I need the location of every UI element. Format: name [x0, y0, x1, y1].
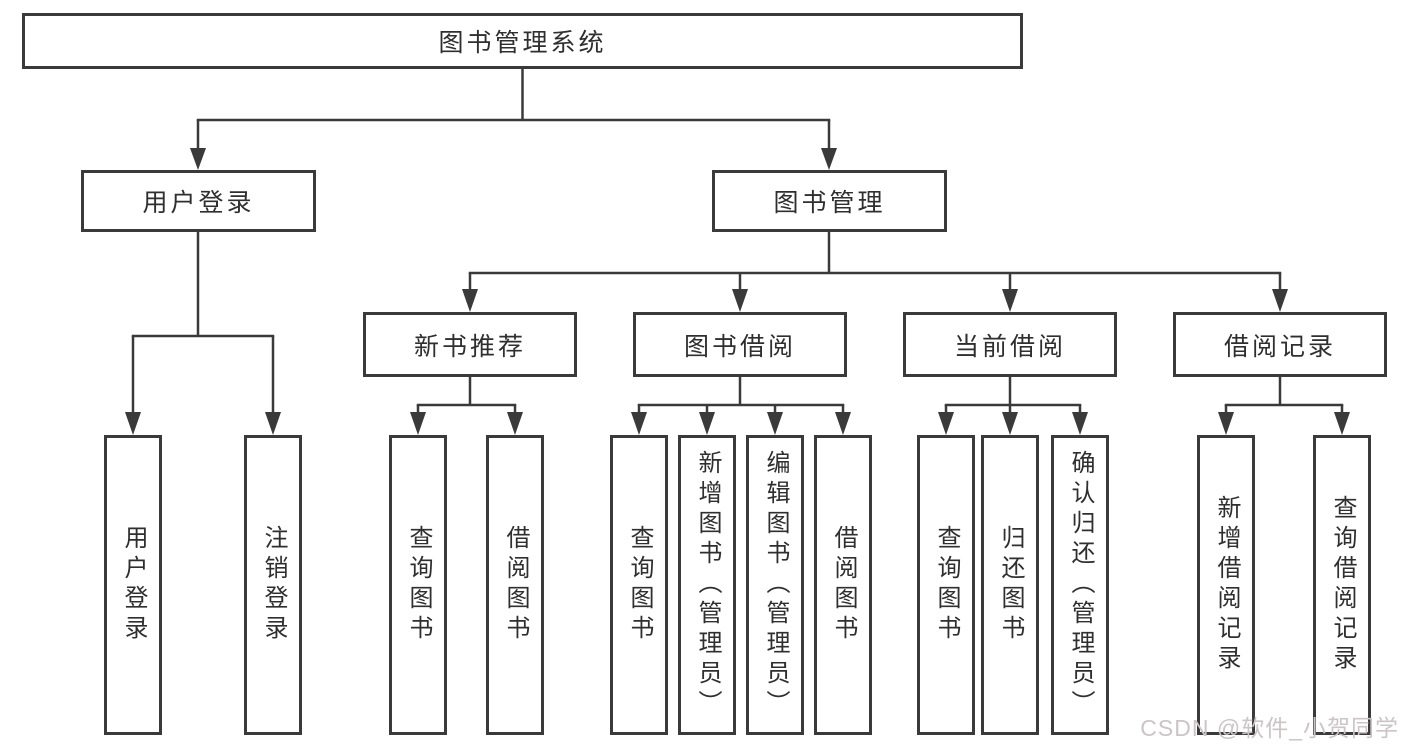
leaf-query-borrow-record-label: 查询借阅记录: [1329, 495, 1356, 675]
leaf-return-books: 归还图书: [981, 435, 1039, 735]
node-book-borrow-label: 图书借阅: [683, 332, 796, 361]
node-root: 图书管理系统: [22, 13, 1023, 69]
node-book-management: 图书管理: [712, 170, 947, 232]
leaf-user-login-label: 用户登录: [120, 525, 147, 645]
leaf-query-books-borrow: 查询图书: [610, 435, 668, 735]
leaf-borrow-books: 借阅图书: [814, 435, 872, 735]
leaf-logout-label: 注销登录: [260, 525, 287, 645]
leaf-query-books-current: 查询图书: [917, 435, 975, 735]
leaf-add-borrow-record: 新增借阅记录: [1197, 435, 1255, 735]
leaf-query-borrow-record: 查询借阅记录: [1313, 435, 1371, 735]
leaf-query-books-borrow-label: 查询图书: [626, 525, 653, 645]
leaf-add-books-admin: 新增图书（管理员）: [678, 435, 736, 735]
node-new-book-recommend: 新书推荐: [363, 312, 577, 377]
leaf-query-books-recommend-label: 查询图书: [405, 525, 432, 645]
node-user-login: 用户登录: [81, 170, 316, 232]
leaf-edit-books-admin-label: 编辑图书（管理员）: [762, 450, 789, 720]
leaf-borrow-books-recommend: 借阅图书: [486, 435, 544, 735]
node-borrow-record-label: 借阅记录: [1223, 332, 1336, 361]
node-current-borrow-label: 当前借阅: [953, 332, 1066, 361]
node-new-book-recommend-label: 新书推荐: [413, 332, 526, 361]
leaf-return-books-label: 归还图书: [997, 525, 1024, 645]
node-book-management-label: 图书管理: [773, 189, 886, 217]
node-root-label: 图书管理系统: [438, 29, 607, 57]
node-borrow-record: 借阅记录: [1173, 312, 1387, 377]
leaf-borrow-books-recommend-label: 借阅图书: [502, 525, 529, 645]
leaf-add-borrow-record-label: 新增借阅记录: [1213, 495, 1240, 675]
leaf-query-books-recommend: 查询图书: [389, 435, 447, 735]
leaf-logout: 注销登录: [244, 435, 302, 735]
leaf-add-books-admin-label: 新增图书（管理员）: [694, 450, 721, 720]
leaf-confirm-return-admin: 确认归还（管理员）: [1051, 435, 1109, 735]
node-current-borrow: 当前借阅: [903, 312, 1117, 377]
csdn-watermark: CSDN @软件_小贺同学: [1140, 715, 1399, 741]
node-user-login-label: 用户登录: [142, 189, 255, 217]
leaf-confirm-return-admin-label: 确认归还（管理员）: [1067, 450, 1094, 720]
leaf-edit-books-admin: 编辑图书（管理员）: [746, 435, 804, 735]
leaf-query-books-current-label: 查询图书: [933, 525, 960, 645]
leaf-user-login: 用户登录: [104, 435, 162, 735]
node-book-borrow: 图书借阅: [633, 312, 847, 377]
leaf-borrow-books-label: 借阅图书: [830, 525, 857, 645]
